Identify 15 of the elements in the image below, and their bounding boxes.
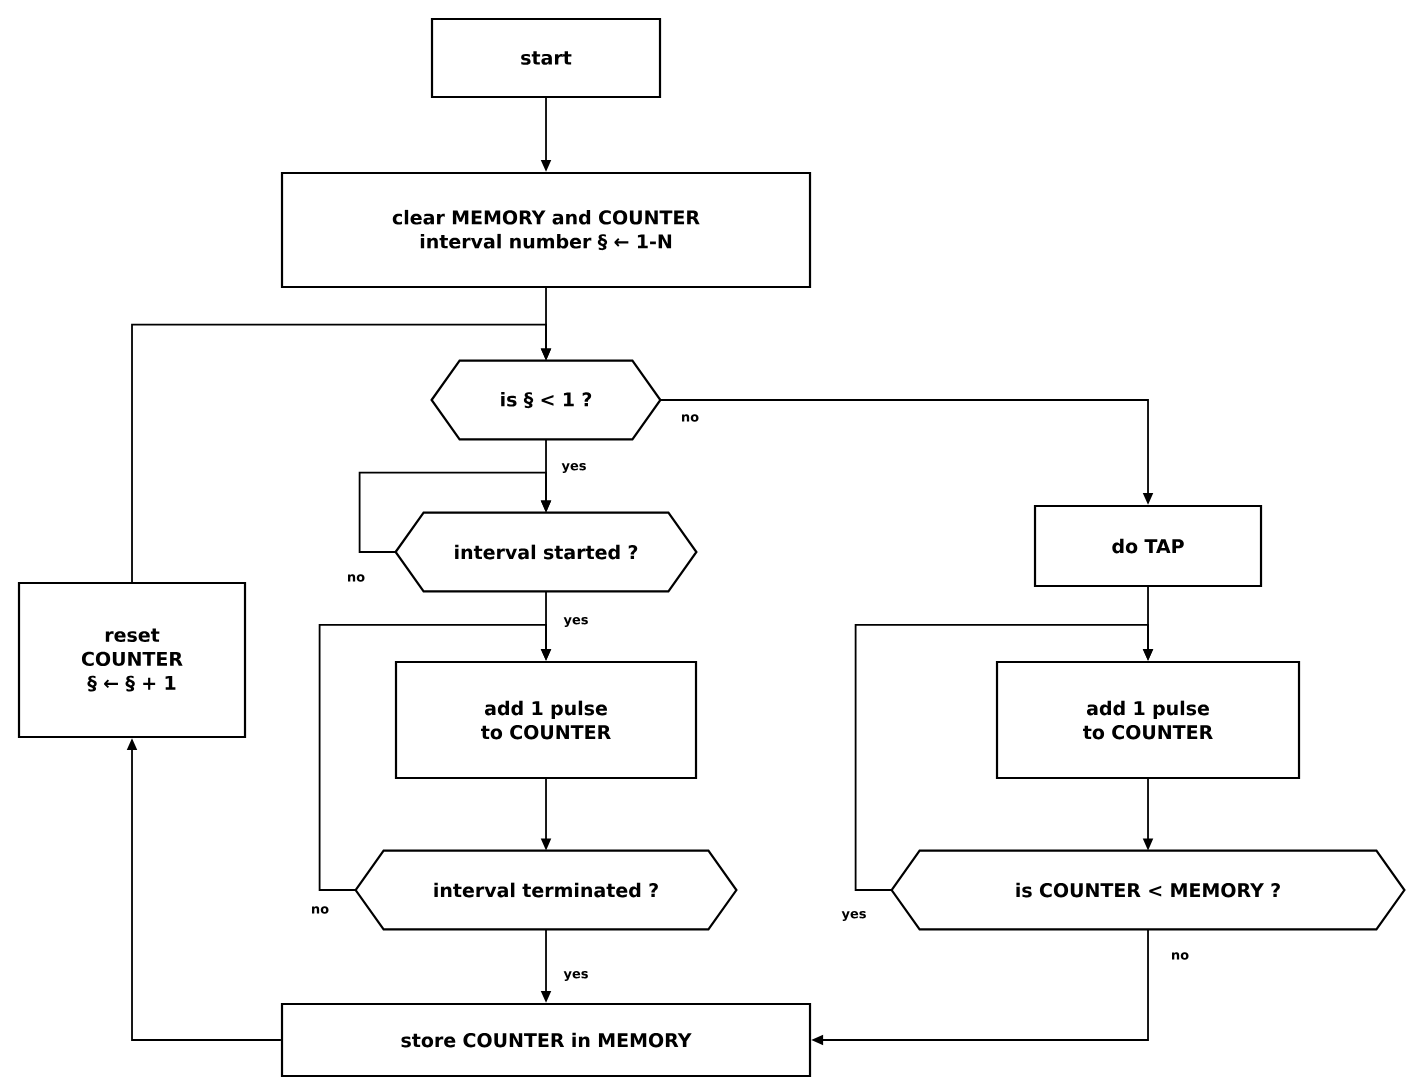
process-box: reset COUNTER § ← § + 1 (17, 581, 247, 739)
decision-hexagon: interval started ? (394, 511, 698, 593)
process-box: add 1 pulse to COUNTER (995, 660, 1301, 780)
decision-hexagon: interval terminated ? (354, 849, 738, 931)
process-box: add 1 pulse to COUNTER (394, 660, 698, 780)
process-box: clear MEMORY and COUNTER interval number § ← 1-N (280, 171, 812, 289)
process-box: start (430, 17, 662, 99)
decision-hexagon: is COUNTER < MEMORY ? (890, 849, 1406, 931)
arrow (318, 624, 552, 891)
process-box: do TAP (1033, 504, 1263, 588)
process-box: store COUNTER in MEMORY (280, 1002, 812, 1078)
arrow (131, 323, 552, 583)
decision-hexagon: is § < 1 ? (430, 359, 662, 441)
arrow (358, 471, 552, 553)
arrow (854, 624, 1154, 891)
